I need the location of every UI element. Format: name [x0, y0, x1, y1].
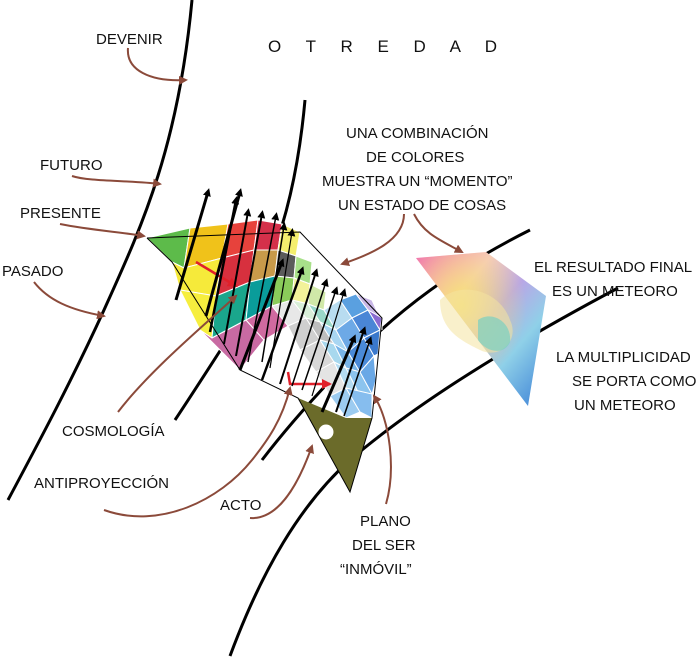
label-plano: PLANO DEL SER “INMÓVIL”	[340, 513, 416, 578]
pointer-combinacion	[340, 213, 405, 267]
title-otredad: O T R E D A D	[268, 37, 507, 56]
svg-text:PLANO: PLANO	[360, 513, 411, 530]
pointer-futuro	[71, 175, 162, 188]
label-devenir: DEVENIR	[96, 31, 163, 48]
label-multiplicidad: LA MULTIPLICIDAD SE PORTA COMO UN METEOR…	[556, 349, 696, 414]
label-antiproyeccion: ANTIPROYECCIÓN	[34, 475, 169, 492]
svg-text:UN ESTADO DE COSAS: UN ESTADO DE COSAS	[338, 197, 506, 214]
svg-text:SE PORTA COMO: SE PORTA COMO	[572, 373, 696, 390]
meteor-shape	[416, 252, 546, 406]
label-resultado: EL RESULTADO FINAL ES UN METEORO	[534, 259, 692, 300]
svg-text:DEL SER: DEL SER	[352, 537, 416, 554]
svg-text:UNA COMBINACIÓN: UNA COMBINACIÓN	[346, 125, 489, 142]
svg-text:“INMÓVIL”: “INMÓVIL”	[340, 561, 412, 578]
label-acto: ACTO	[220, 497, 261, 514]
pointer-cosmologia	[117, 294, 238, 413]
pointer-meteoro	[413, 213, 464, 253]
svg-text:LA MULTIPLICIDAD: LA MULTIPLICIDAD	[556, 349, 691, 366]
svg-text:MUESTRA UN “MOMENTO”: MUESTRA UN “MOMENTO”	[322, 173, 513, 190]
pointer-presente	[59, 223, 146, 240]
label-combinacion: UNA COMBINACIÓN DE COLORES MUESTRA UN “M…	[322, 125, 513, 214]
pointer-pasado	[33, 281, 106, 320]
grid-outline	[146, 231, 383, 494]
pointer-arrows	[33, 47, 464, 520]
svg-text:UN METEORO: UN METEORO	[574, 397, 676, 414]
svg-text:DE COLORES: DE COLORES	[366, 149, 464, 166]
color-grid	[145, 219, 384, 492]
label-futuro: FUTURO	[40, 157, 103, 174]
pointer-acto	[249, 444, 314, 520]
curve-lower	[228, 286, 619, 657]
label-pasado: PASADO	[2, 263, 63, 280]
label-cosmologia: COSMOLOGÍA	[62, 423, 165, 440]
svg-text:EL RESULTADO FINAL: EL RESULTADO FINAL	[534, 259, 692, 276]
label-presente: PRESENTE	[20, 205, 101, 222]
vector-arrows	[174, 188, 373, 417]
curve-devenir	[6, 0, 194, 501]
acto-hole	[318, 424, 334, 440]
pointer-devenir	[126, 47, 188, 85]
svg-text:ES UN METEORO: ES UN METEORO	[552, 283, 678, 300]
pointer-plano	[372, 394, 392, 505]
pointer-antiproyeccion	[103, 386, 293, 518]
